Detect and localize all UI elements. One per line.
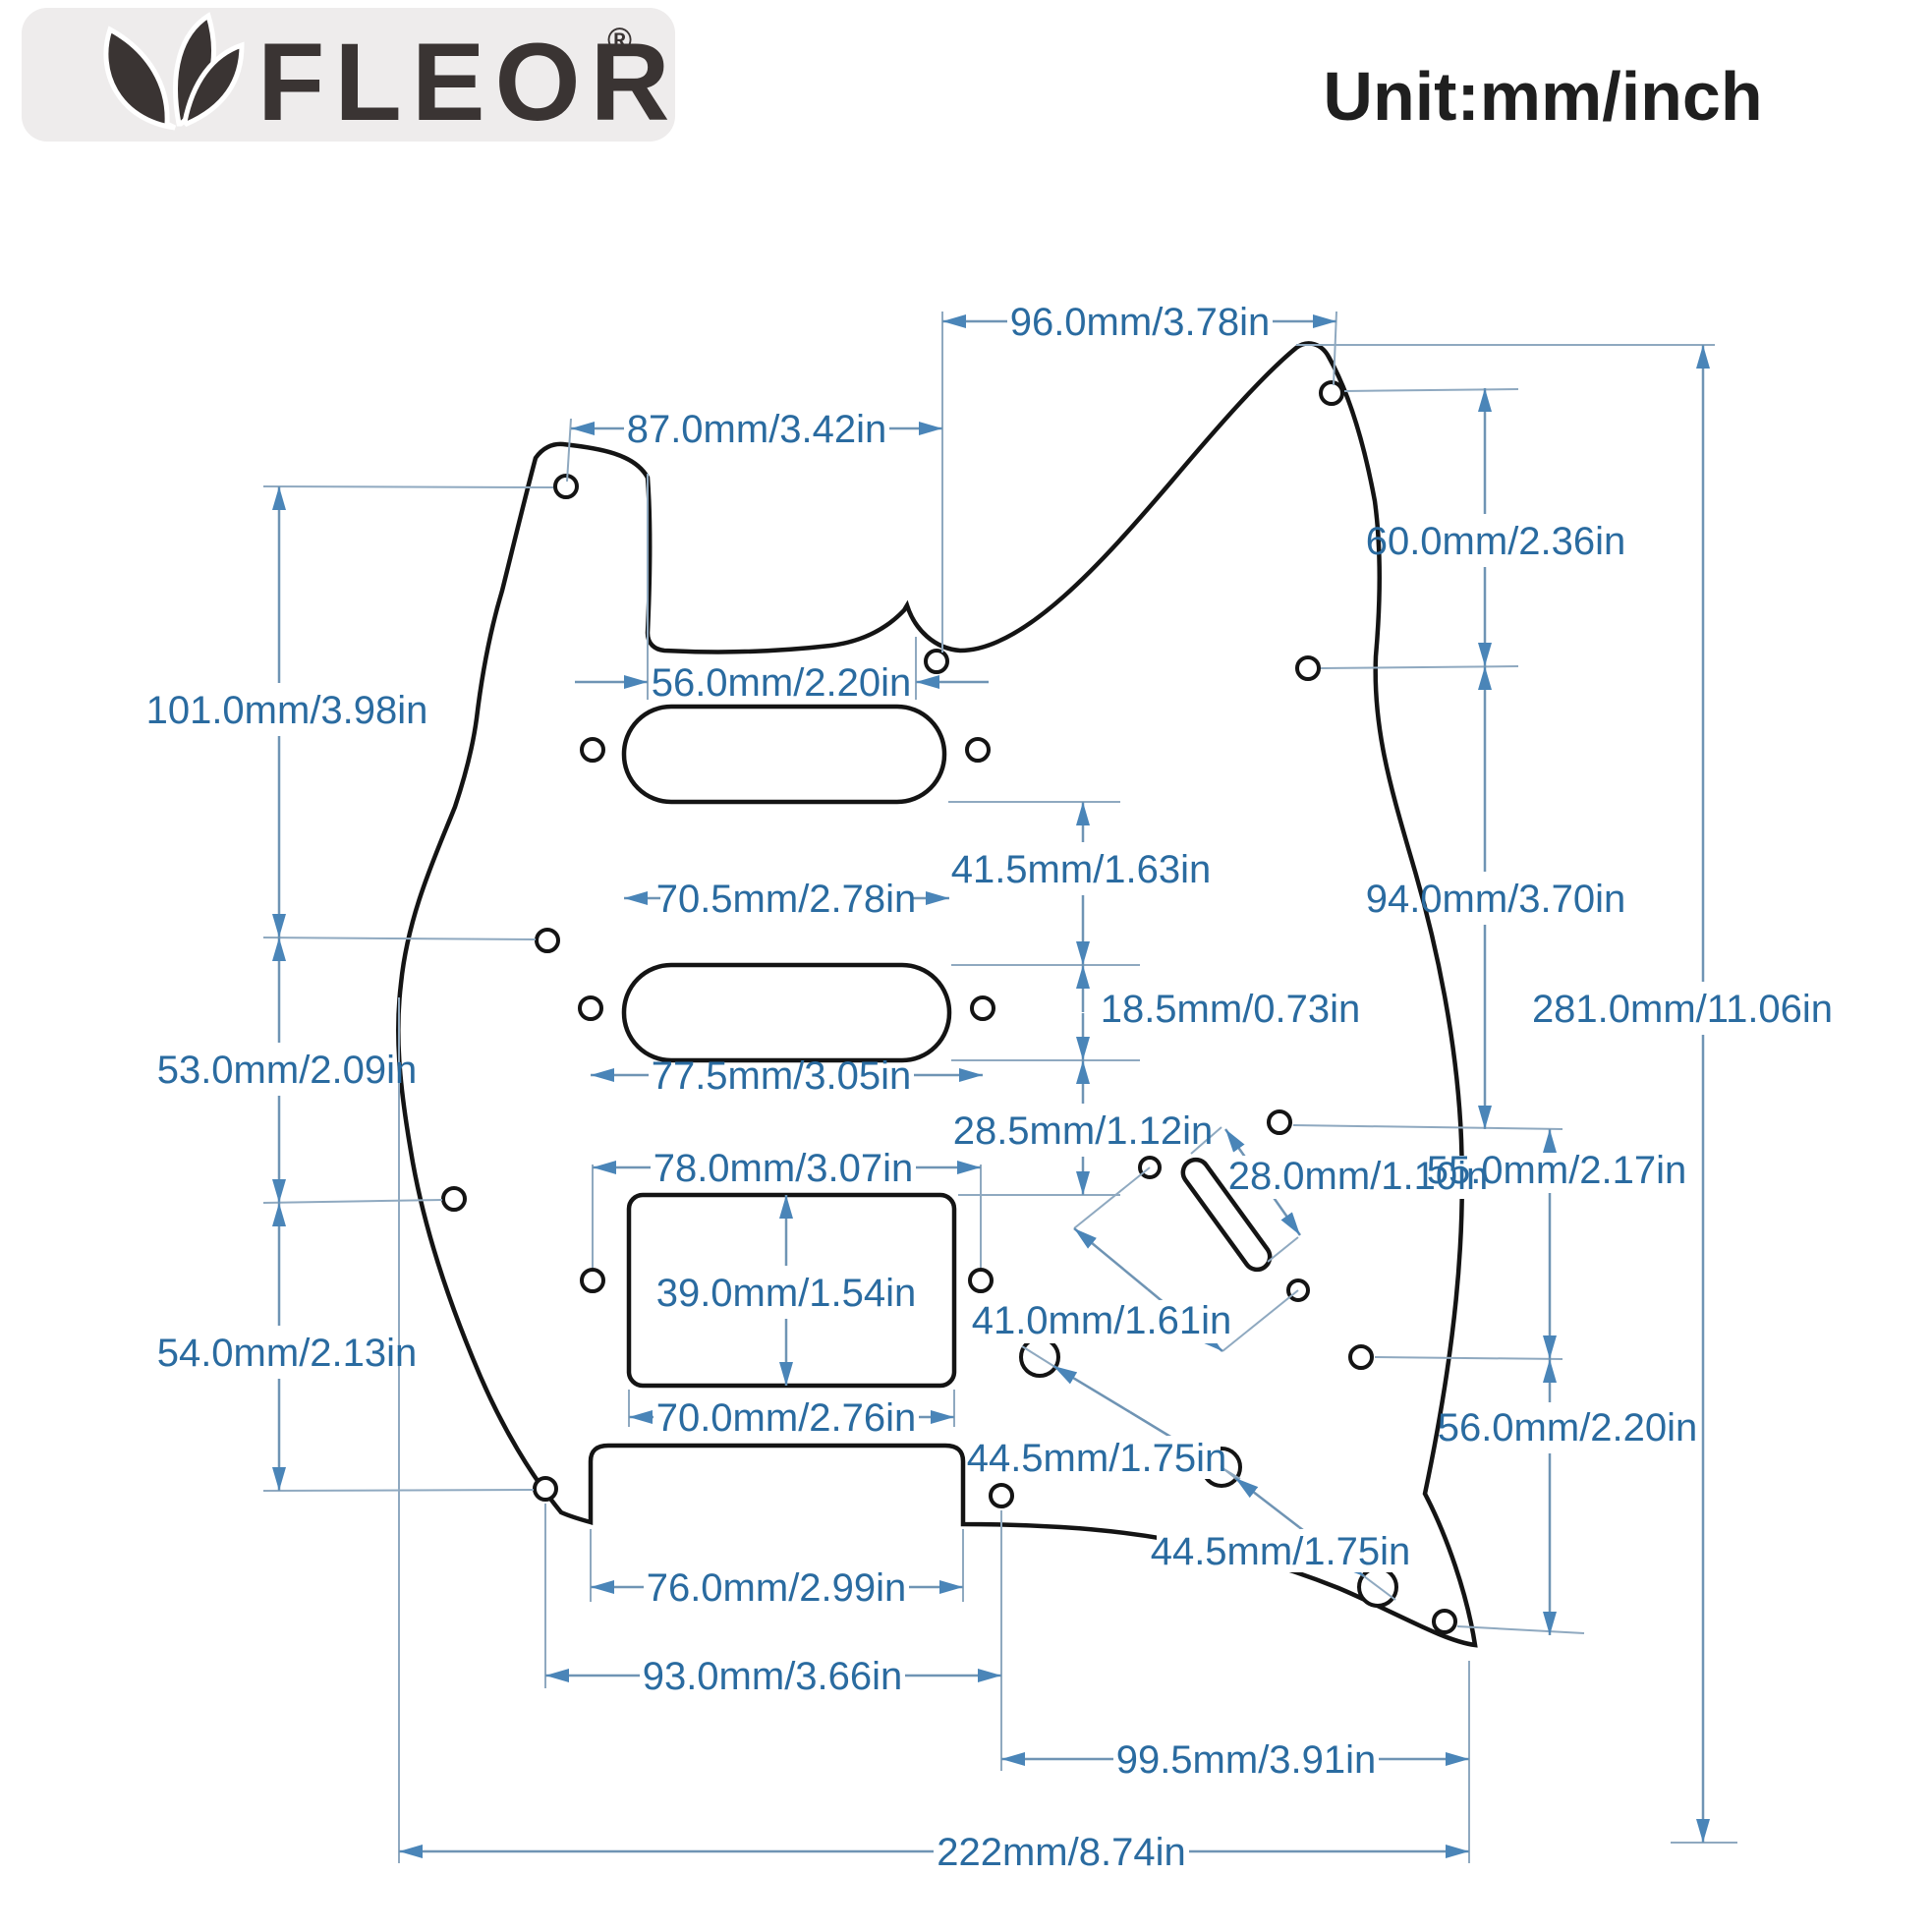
dim-label: 28.0mm/1.10in: [1228, 1155, 1489, 1198]
pickup-mount-hole: [580, 737, 605, 763]
dim-label: 77.5mm/3.05in: [652, 1054, 912, 1098]
screw-hole: [533, 1476, 558, 1502]
screw-hole: [1348, 1344, 1374, 1370]
screw-hole: [989, 1483, 1014, 1508]
logo: FLEOR ®: [22, 8, 680, 143]
unit-label: Unit:mm/inch: [1323, 58, 1762, 135]
label-bg: [1233, 1156, 1481, 1199]
dim-label: 54.0mm/2.13in: [157, 1332, 418, 1375]
dimension-lines: [272, 314, 1710, 1858]
screw-hole: [1319, 380, 1344, 406]
screw-holes: [441, 380, 1457, 1634]
registered-mark: ®: [607, 22, 632, 59]
dim-label: 99.5mm/3.91in: [1116, 1738, 1377, 1782]
screw-hole: [924, 649, 949, 674]
dim-label: 70.5mm/2.78in: [656, 878, 917, 921]
pickup-mount-hole: [970, 995, 995, 1021]
label-bg: [978, 1300, 1225, 1343]
brand-wordmark: FLEOR: [257, 21, 680, 143]
dim-label: 93.0mm/3.66in: [643, 1655, 903, 1698]
dimension-labels: 96.0mm/3.78in 87.0mm/3.42in 60.0mm/2.36i…: [146, 301, 1833, 1874]
dim-label: 101.0mm/3.98in: [146, 689, 428, 732]
dim-label: 41.0mm/1.61in: [972, 1299, 1232, 1342]
dim-label: 56.0mm/2.20in: [652, 661, 912, 705]
neck-pickup-opening: [621, 704, 947, 805]
dim-label: 28.5mm/1.12in: [953, 1109, 1214, 1153]
screw-hole: [535, 928, 560, 953]
screw-hole: [441, 1186, 467, 1212]
pickup-mount-hole: [965, 737, 991, 763]
pickup-openings: [621, 704, 1273, 1389]
extension-lines: [262, 311, 1737, 1863]
dim-label: 78.0mm/3.07in: [653, 1147, 914, 1190]
label-bg: [973, 1436, 1221, 1479]
dim-label: 39.0mm/1.54in: [656, 1272, 917, 1315]
switch-slot: [1180, 1157, 1273, 1273]
screw-hole: [1432, 1609, 1457, 1634]
dim-label: 41.5mm/1.63in: [951, 848, 1212, 891]
pickup-mount-hole: [580, 1268, 605, 1293]
dim-label: 44.5mm/1.75in: [1151, 1530, 1411, 1573]
leaf-icon: [103, 12, 245, 131]
dim-label: 281.0mm/11.06in: [1532, 988, 1833, 1031]
dim-label: 56.0mm/2.20in: [1438, 1406, 1698, 1449]
screw-hole: [1295, 655, 1321, 681]
dim-label: 44.5mm/1.75in: [967, 1437, 1227, 1480]
dim-label: 18.5mm/0.73in: [1101, 988, 1361, 1031]
dim-label: 76.0mm/2.99in: [647, 1566, 907, 1610]
pickup-mount-hole: [578, 995, 603, 1021]
dim-label: 53.0mm/2.09in: [157, 1049, 418, 1092]
dim-label: 94.0mm/3.70in: [1366, 878, 1626, 921]
dim-label: 222mm/8.74in: [937, 1831, 1185, 1874]
dim-label: 87.0mm/3.42in: [627, 408, 887, 451]
screw-hole: [553, 474, 579, 499]
dim-label: 70.0mm/2.76in: [656, 1396, 917, 1440]
dim-label: 55.0mm/2.17in: [1427, 1149, 1687, 1192]
screw-hole: [1267, 1109, 1292, 1135]
dim-label: 96.0mm/3.78in: [1010, 301, 1271, 344]
middle-pickup-opening: [621, 962, 952, 1063]
dim-label: 60.0mm/2.36in: [1366, 520, 1626, 563]
label-bg: [1157, 1529, 1404, 1572]
pickup-mount-hole: [968, 1268, 994, 1293]
